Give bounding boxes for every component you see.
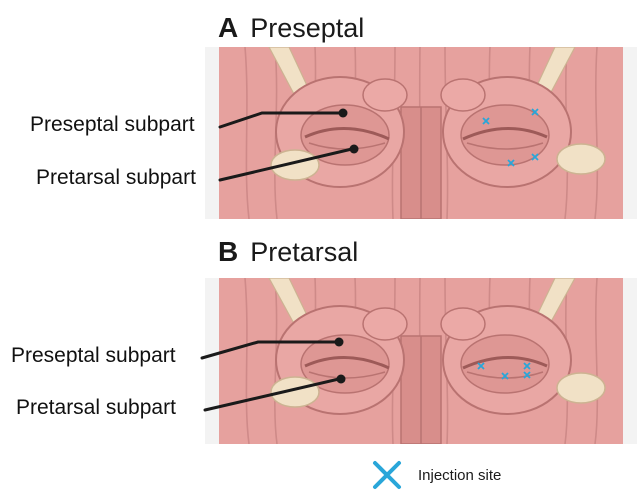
panel-a-letter: A xyxy=(218,12,238,44)
panel-b-title: B Pretarsal xyxy=(218,236,358,268)
injection-x-icon xyxy=(370,458,404,492)
panel-a-title: A Preseptal xyxy=(218,12,364,44)
legend: Injection site xyxy=(370,458,501,492)
panel-a-right-eye xyxy=(441,77,571,187)
panel-a-preseptal-label: Preseptal subpart xyxy=(30,113,195,137)
panel-b-name: Pretarsal xyxy=(250,237,358,268)
panel-b-illustration xyxy=(205,278,637,444)
panel-b-preseptal-label: Preseptal subpart xyxy=(11,344,176,368)
panel-a-pretarsal-label: Pretarsal subpart xyxy=(36,166,196,190)
panel-a-illustration xyxy=(205,47,637,219)
panel-b-right-eye xyxy=(441,306,571,414)
panel-b-pretarsal-label: Pretarsal subpart xyxy=(16,396,176,420)
panel-b-letter: B xyxy=(218,236,238,268)
panel-a-name: Preseptal xyxy=(250,13,364,44)
legend-label: Injection site xyxy=(418,467,501,484)
